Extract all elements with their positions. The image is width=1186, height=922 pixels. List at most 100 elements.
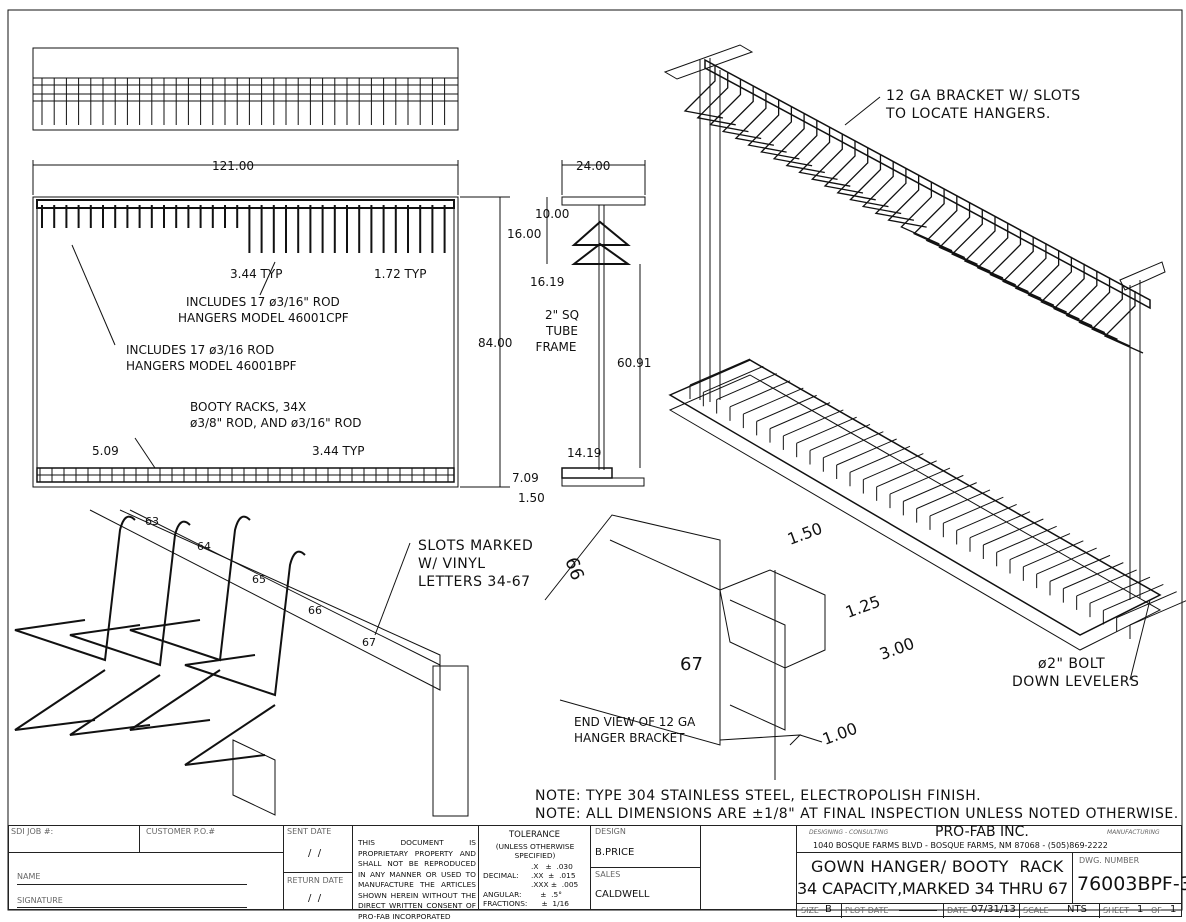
dim-base-depth: 14.19: [567, 446, 601, 460]
callout-slots-line1: SLOTS MARKED: [418, 538, 533, 554]
design-cell: DESIGN B.PRICE: [590, 825, 701, 868]
slot-number: 67: [362, 636, 376, 649]
sales-label: SALES: [595, 870, 621, 879]
iso-booty-rod: [1089, 576, 1151, 604]
of-value: 1: [1170, 904, 1177, 915]
iso-booty-rod: [769, 402, 831, 430]
iso-booty-rod: [1103, 583, 1164, 611]
plot-date-label: PLOT DATE: [845, 906, 889, 915]
proprietary-notice: THIS DOCUMENT IS PROPRIETARY PROPERTY AN…: [358, 838, 476, 921]
dwg-number-label: DWG. NUMBER: [1079, 856, 1140, 865]
iso-booty-rod: [916, 482, 977, 510]
slot-number: 63: [145, 515, 159, 528]
dim-hanger-drop-2: 16.00: [507, 227, 541, 241]
iso-booty-rod: [1063, 562, 1124, 590]
iso-booty-rod: [783, 409, 844, 437]
iso-hanger: [772, 113, 813, 167]
iso-hanger: [938, 202, 978, 265]
tolerance-subtitle: (UNLESS OTHERWISE SPECIFIED): [495, 842, 575, 860]
slot-number: 65: [252, 573, 266, 586]
drawing-title-line2: 34 CAPACITY,MARKED 34 THRU 67: [797, 879, 1068, 898]
iso-hanger: [1040, 256, 1080, 320]
slot-number: 64: [197, 540, 211, 553]
iso-hanger: [849, 154, 889, 208]
end-dim-mid: 1.25: [843, 592, 883, 622]
end-view-number: 66: [560, 555, 588, 584]
front-elevation: [32, 160, 510, 488]
dim-rack-height: 7.09: [512, 471, 539, 485]
callout-tube-line2: TUBE: [545, 324, 578, 338]
iso-booty-rod: [689, 358, 751, 386]
callout-levelers-line2: DOWN LEVELERS: [1012, 674, 1139, 690]
iso-hanger: [709, 79, 749, 133]
iso-booty-rod: [983, 518, 1044, 546]
end-dim-top: 1.50: [785, 519, 825, 549]
name-signature-cell: NAME SIGNATURE: [8, 852, 284, 910]
iso-booty-rod: [863, 453, 924, 481]
iso-booty-rod: [943, 496, 1004, 524]
callout-tube-line3: FRAME: [536, 340, 577, 354]
end-view-label-line2: HANGER BRACKET: [574, 731, 685, 745]
callout-slots-line2: W/ VINYL: [418, 556, 486, 572]
blank-cell: [700, 825, 797, 910]
sent-date-label: SENT DATE: [287, 827, 332, 836]
callout-hangers-cpf-line2: HANGERS MODEL 46001CPF: [178, 311, 349, 325]
end-view: [544, 514, 826, 780]
detail-hanger: [14, 515, 136, 662]
iso-booty-rod: [836, 438, 897, 466]
decimal-row: .XX ± .015: [531, 871, 576, 880]
dim-rack-offset: 5.09: [92, 444, 119, 458]
sales-cell: SALES CALDWELL: [590, 867, 701, 910]
end-dim-bottom: 1.00: [820, 719, 860, 749]
iso-hanger: [696, 72, 736, 126]
iso-booty-rod: [703, 365, 764, 393]
callout-levelers-line1: ø2" BOLT: [1038, 656, 1105, 672]
iso-booty-rod: [756, 394, 817, 422]
iso-booty-rod: [1036, 547, 1097, 575]
drawing-title-cell: GOWN HANGER/ BOOTY RACK 34 CAPACITY,MARK…: [796, 852, 1073, 904]
iso-booty-rod: [1023, 540, 1084, 568]
note-material: NOTE: TYPE 304 STAINLESS STEEL, ELECTROP…: [535, 788, 981, 804]
iso-hanger: [963, 216, 1004, 279]
callout-tube-line1: 2" SQ: [545, 308, 579, 322]
sent-date-value: / /: [308, 848, 322, 859]
detail-hanger: [184, 550, 306, 697]
proprietary-cell: THIS DOCUMENT IS PROPRIETARY PROPERTY AN…: [352, 825, 479, 921]
iso-hanger: [721, 86, 762, 140]
iso-booty-rod: [729, 380, 791, 408]
company-tagline-left: DESIGNING - CONSULTING: [809, 829, 889, 836]
sheet-label: SHEET: [1103, 906, 1130, 915]
iso-hanger: [683, 66, 724, 119]
callout-slots-line3: LETTERS 34-67: [418, 574, 531, 590]
detail-hanger: [14, 669, 106, 731]
isometric-view: [663, 44, 1186, 681]
drawing-title-line1: GOWN HANGER/ BOOTY RACK: [811, 857, 1064, 876]
iso-hanger: [874, 168, 915, 221]
decimal-row: .XXX ± .005: [531, 880, 579, 889]
iso-booty-rod: [956, 503, 1017, 531]
slot-detail-view: [14, 509, 469, 817]
iso-hanger: [887, 175, 927, 228]
iso-hanger: [760, 106, 800, 160]
return-date-label: RETURN DATE: [287, 876, 344, 885]
iso-hanger: [810, 134, 851, 187]
end-view-number: 67: [680, 654, 703, 675]
end-dim-height: 3.00: [877, 634, 917, 664]
company-name: PRO-FAB INC.: [935, 824, 1029, 840]
decimal-label: DECIMAL:: [483, 871, 519, 880]
sdi-job-label: SDI JOB #:: [11, 827, 54, 836]
iso-hanger: [1002, 236, 1042, 300]
detail-hanger: [69, 520, 191, 667]
name-label: NAME: [17, 872, 41, 881]
note-tolerance: NOTE: ALL DIMENSIONS ARE ±1/8" AT FINAL …: [535, 806, 1179, 822]
scale-value: NTS: [1067, 904, 1087, 915]
plan-view: [32, 47, 459, 131]
end-view-label-line1: END VIEW OF 12 GA: [574, 715, 696, 729]
iso-booty-rod: [1049, 554, 1111, 582]
iso-hanger: [785, 120, 825, 174]
tolerance-title: TOLERANCE: [508, 830, 561, 840]
dwg-number: 76003BPF-3: [1077, 873, 1186, 895]
dim-frame-height: 60.91: [617, 356, 651, 370]
